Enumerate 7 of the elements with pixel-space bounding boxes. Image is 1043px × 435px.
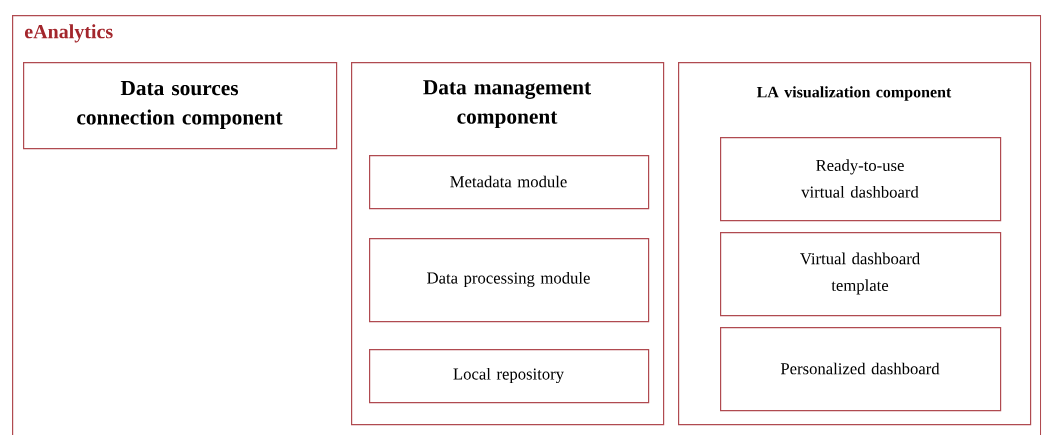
- module-box: Local repository: [369, 349, 650, 404]
- module-box: Virtual dashboard template: [720, 232, 1002, 317]
- module-box: Data processing module: [369, 238, 650, 323]
- component-box: Data sources connection component: [23, 62, 338, 150]
- module-box: Personalized dashboard: [720, 327, 1002, 412]
- module-box: Metadata module: [369, 155, 650, 210]
- module-box: Ready-to-use virtual dashboard: [720, 137, 1002, 222]
